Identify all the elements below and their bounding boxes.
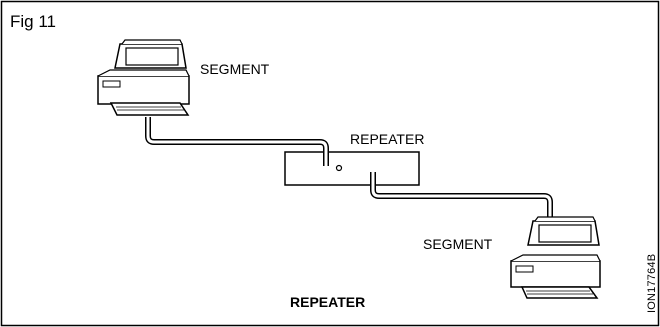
repeater-label: REPEATER	[350, 132, 424, 146]
computer-icon	[511, 217, 600, 298]
figure-caption: REPEATER	[290, 295, 365, 309]
computer-icon	[98, 40, 189, 115]
repeater-box	[285, 148, 419, 190]
segment-label-bottom: SEGMENT	[423, 237, 492, 251]
figure-code: ION17764B	[647, 254, 658, 313]
figure-label: Fig 11	[10, 13, 56, 30]
segment-label-top: SEGMENT	[200, 62, 269, 76]
